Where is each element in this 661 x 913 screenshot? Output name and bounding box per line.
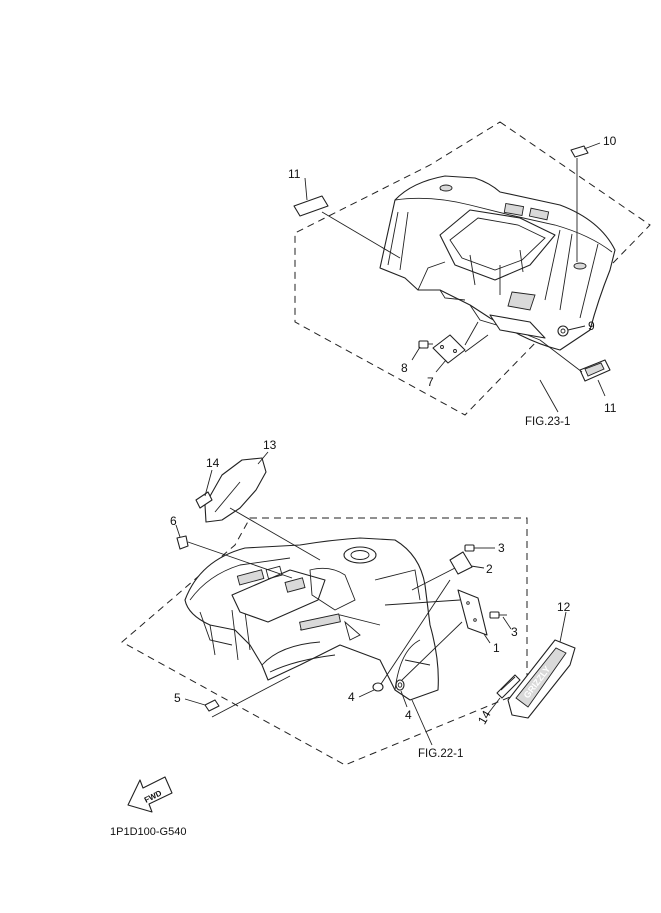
leader-4-right-up [401,621,463,681]
plate-1 [457,589,488,636]
license-plate-bracket [432,334,466,364]
callout-14-lower: 14 [475,708,494,727]
callout-5: 5 [174,691,181,705]
leader-8 [411,346,421,361]
label-11-upper [293,195,329,217]
leader-5 [184,698,206,706]
rear-group-boundary [294,121,651,416]
callout-2: 2 [486,562,493,576]
label-14-upper [195,491,213,509]
label-14-lower [496,674,521,699]
callout-7: 7 [427,375,434,389]
label-10 [570,145,589,158]
rear-fender-group: 10 11 9 8 7 11 FIG.23-1 [288,121,651,428]
leader-4-left [358,689,375,698]
leader-3-lower [502,616,512,630]
leader-fig23 [539,379,559,413]
callout-6: 6 [170,514,177,528]
figure-ref-front: FIG.22-1 [418,748,463,760]
leader-4-right [400,690,408,708]
front-fender-group: GRIZZLY 13 14 6 3 2 3 1 5 4 4 12 14 [121,438,576,766]
leader-5-to-fender [211,675,291,718]
forward-arrow: FWD [127,776,173,813]
callout-10: 10 [603,134,617,148]
leader-1 [483,633,491,644]
screw-3-lower [489,611,507,619]
leader-11-lower [597,379,606,397]
callout-4-left: 4 [348,690,355,704]
callout-9: 9 [588,319,595,333]
diagram-code: 1P1D100-G540 [110,826,186,838]
leader-14-upper [204,469,213,497]
cap-6 [176,535,189,550]
callout-3-upper: 3 [498,541,505,555]
emblem-11-lower [579,359,611,382]
leader-11-upper [304,177,308,201]
leader-13 [257,451,269,465]
leader-7 [435,359,447,373]
callout-8: 8 [401,361,408,375]
front-fender [184,537,439,701]
leader-14-lower [486,697,501,716]
rear-fender [379,175,616,351]
grommet-4-right [395,679,405,691]
side-cover-13 [204,457,267,523]
leader-10 [583,142,601,150]
callout-14-upper: 14 [206,456,220,470]
label-5 [204,699,220,712]
bracket-2 [449,551,473,575]
grommet-4-left [372,682,384,692]
leader-12 [559,611,567,643]
screw-8 [418,340,433,349]
leader-1-to-fender [384,599,461,606]
callout-4-right: 4 [405,708,412,722]
screw-3-upper [464,544,482,552]
callout-13: 13 [263,438,277,452]
callout-1: 1 [493,641,500,655]
leader-4-left-up [380,579,451,685]
leader-9 [567,325,586,331]
grommet-9 [557,325,569,337]
figure-ref-rear: FIG.23-1 [525,416,570,428]
leader-7-up [464,334,489,353]
leader-plate [464,321,479,346]
emblem-12: GRIZZLY [507,639,576,719]
leader-11-lower-to-fender [539,339,583,373]
leader-2-to-fender [411,567,456,591]
leader-fig22 [411,699,433,746]
callout-11-upper: 11 [288,167,301,181]
leader-2 [470,565,485,569]
front-group-boundary [121,517,528,766]
leader-6 [175,524,181,538]
leader-11-upper-to-fender [321,211,401,259]
callout-11-lower: 11 [604,401,617,415]
leader-13-to-fender [229,507,321,561]
leader-6-to-fender [187,541,293,579]
callout-3-lower: 3 [511,625,518,639]
callout-12: 12 [557,600,571,614]
